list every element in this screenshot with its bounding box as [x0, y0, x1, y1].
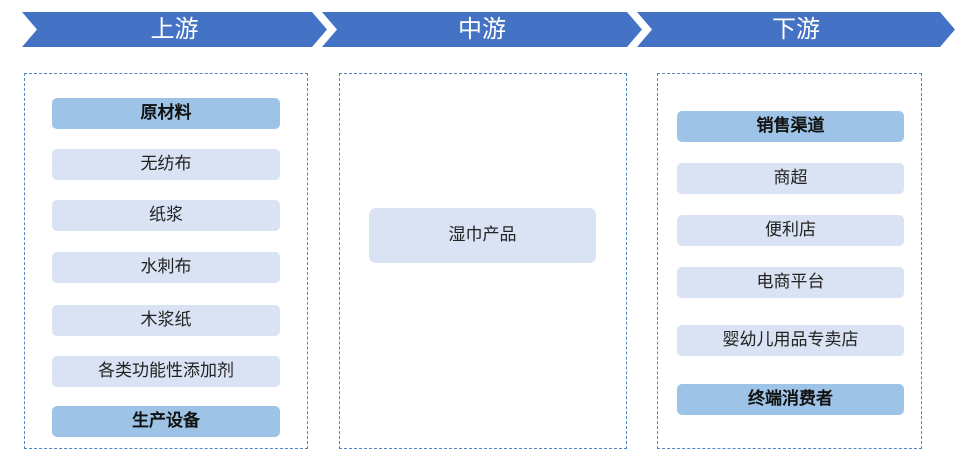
downstream-item: 电商平台: [677, 267, 904, 298]
arrow-shape: [22, 12, 327, 47]
downstream-item: 婴幼儿用品专卖店: [677, 325, 904, 356]
upstream-item: 无纺布: [52, 149, 280, 180]
sales-channels-header: 销售渠道: [677, 111, 904, 142]
upstream-item: 木浆纸: [52, 305, 280, 336]
end-consumer-header: 终端消费者: [677, 384, 904, 415]
stage-label-downstream: 下游: [772, 15, 820, 43]
upstream-item: 纸浆: [52, 200, 280, 231]
production-equipment-header: 生产设备: [52, 406, 280, 437]
upstream-item: 水刺布: [52, 252, 280, 283]
arrow-shape: [322, 12, 642, 47]
upstream-item: 各类功能性添加剂: [52, 356, 280, 387]
stage-label-upstream: 上游: [150, 15, 199, 43]
stage-label-midstream: 中游: [458, 15, 506, 43]
arrow-shape: [637, 12, 955, 47]
downstream-item: 便利店: [677, 215, 904, 246]
stage-arrow-downstream: 下游: [637, 12, 955, 47]
raw-materials-header: 原材料: [52, 98, 280, 129]
wet-wipes-product: 湿巾产品: [369, 208, 596, 263]
downstream-item: 商超: [677, 163, 904, 194]
stage-arrow-upstream: 上游: [22, 12, 327, 47]
stage-arrow-midstream: 中游: [322, 12, 642, 47]
